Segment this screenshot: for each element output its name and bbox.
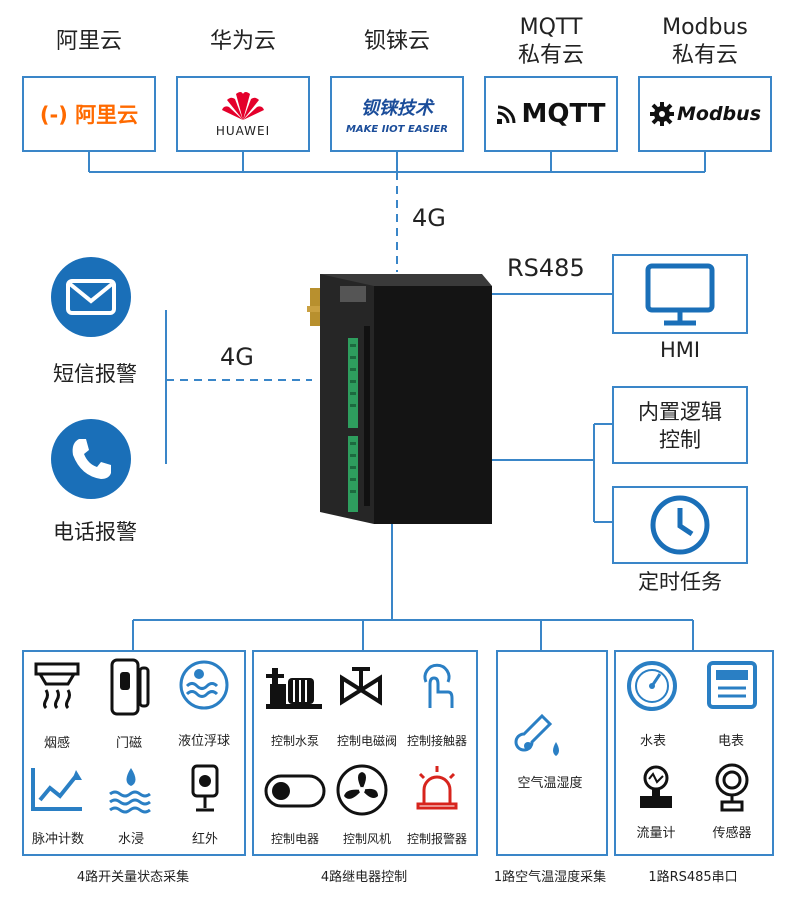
alarm-light-icon: [416, 766, 458, 810]
phone-icon: [72, 439, 111, 479]
envelope-icon: [66, 279, 116, 315]
timer-label: 定时任务: [638, 570, 722, 594]
item-label: 控制接触器: [406, 734, 467, 748]
logic-box: [612, 386, 748, 464]
group-caption-digital-inputs: 4路开关量状态采集: [76, 870, 190, 885]
thermometer-drop-icon: [514, 713, 559, 756]
cloud-label-beilai: 钡铼云: [363, 29, 430, 54]
sms-alarm-circle: [51, 257, 131, 337]
aliyun-logo-box: (-) 阿里云: [22, 76, 156, 152]
item-label: 控制电器: [270, 832, 319, 846]
pulse-chart-icon: [31, 768, 82, 811]
timer-box: [612, 486, 748, 564]
item-label: 水浸: [117, 832, 144, 847]
sensor-icon: [715, 763, 749, 812]
modbus-gear-icon: [650, 102, 674, 126]
cloud-label-aliyun: 阿里云: [55, 29, 122, 54]
mqtt-logo-box: MQTT: [484, 76, 618, 152]
group-temp-humidity: [496, 650, 608, 856]
item-label: 电表: [717, 734, 744, 749]
cloud-label-huawei: 华为云: [209, 29, 276, 54]
cloud-label-modbus: Modbus: [662, 15, 748, 40]
link-rs485: RS485: [507, 254, 585, 282]
gateway-device: [307, 274, 492, 524]
contactor-touch-icon: [423, 663, 454, 708]
phone-alarm-label: 电话报警: [53, 520, 137, 544]
hmi-box: [612, 254, 748, 334]
smoke-detector-icon: [34, 662, 80, 710]
monitor-icon: [645, 263, 715, 326]
group-caption-temp-humidity: 1路空气温湿度采集: [493, 870, 607, 885]
flow-meter-icon: [640, 765, 672, 808]
door-sensor-icon: [110, 658, 150, 716]
huawei-flower-icon: [222, 92, 264, 120]
mqtt-logo: MQTT: [521, 99, 606, 129]
item-label: 控制水泵: [270, 734, 319, 748]
item-label: 控制电磁阀: [336, 734, 397, 748]
item-label: 液位浮球: [177, 734, 230, 749]
phone-alarm-circle: [51, 419, 131, 499]
beilai-slogan: MAKE IIOT EASIER: [345, 123, 449, 135]
group-rs485: [614, 650, 774, 856]
modbus-logo-box: Modbus: [638, 76, 772, 152]
float-ball-icon: [179, 660, 229, 710]
beilai-logo-box: 钡铼技术 MAKE IIOT EASIER: [330, 76, 464, 152]
link-4g-top: 4G: [412, 204, 446, 232]
mqtt-waves-icon: [497, 105, 516, 124]
item-label: 控制报警器: [406, 832, 467, 846]
item-label: 水表: [639, 734, 666, 749]
fan-icon: [336, 764, 388, 816]
item-label: 流量计: [636, 826, 676, 841]
group-caption-relay-control: 4路继电器控制: [320, 870, 408, 885]
logic-label-line1: 内置逻辑: [638, 400, 722, 424]
item-label: 空气温湿度: [517, 776, 583, 791]
infrared-sensor-icon: [191, 764, 219, 812]
huawei-logo-box: HUAWEI: [176, 76, 310, 152]
item-label: 传感器: [712, 826, 752, 841]
item-label: 烟感: [43, 736, 70, 751]
switch-toggle-icon: [264, 774, 326, 808]
sms-alarm-label: 短信报警: [53, 362, 137, 386]
clock-icon: [650, 495, 710, 555]
cloud-label-mqtt: MQTT: [519, 15, 583, 40]
item-label: 红外: [191, 832, 218, 847]
logic-label-line2: 控制: [659, 428, 701, 452]
water-leak-icon: [109, 768, 151, 814]
huawei-logo: HUAWEI: [215, 124, 271, 138]
electric-meter-icon: [707, 661, 757, 709]
solenoid-valve-icon: [340, 667, 382, 706]
item-label: 控制风机: [342, 832, 391, 846]
link-4g-left: 4G: [220, 343, 254, 371]
cloud-label-modbus-private: 私有云: [671, 43, 738, 68]
beilai-logo: 钡铼技术: [361, 97, 433, 119]
hmi-label: HMI: [659, 338, 701, 362]
modbus-logo: Modbus: [677, 103, 761, 125]
group-caption-rs485: 1路RS485串口: [648, 870, 738, 885]
item-label: 门磁: [115, 736, 142, 751]
item-label: 脉冲计数: [31, 832, 84, 847]
water-pump-icon: [266, 668, 322, 709]
aliyun-logo: (-) 阿里云: [39, 103, 139, 127]
water-meter-icon: [627, 661, 677, 711]
cloud-label-mqtt-private: 私有云: [517, 43, 584, 68]
